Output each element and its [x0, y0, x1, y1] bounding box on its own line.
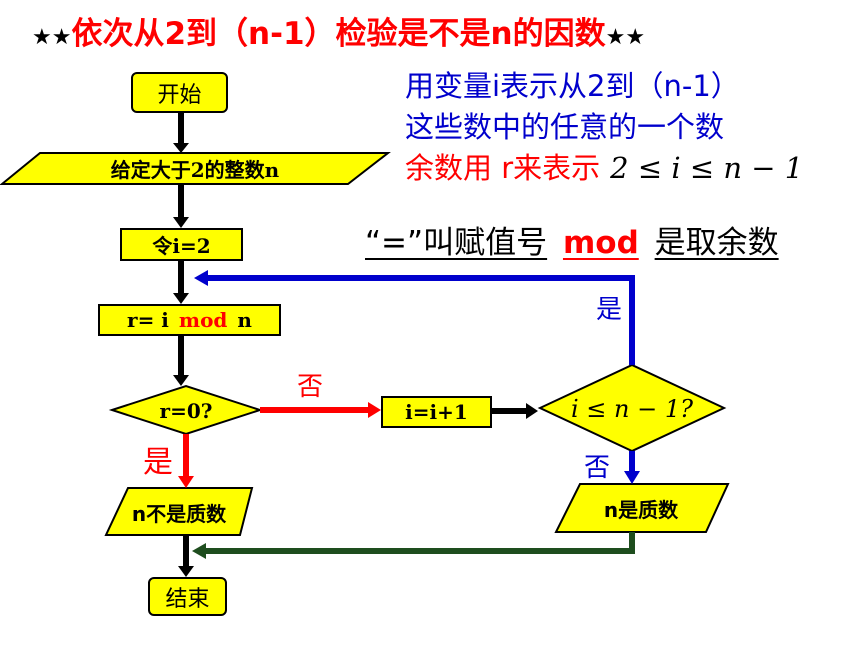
- arrowhead-notprime: [178, 476, 194, 488]
- title-text: 依次从2到（n-1）检验是不是n的因数: [71, 16, 606, 52]
- decision1-label: r=0?: [159, 399, 213, 423]
- compute-mod: mod: [178, 308, 228, 332]
- note-line-1: 用变量i表示从2到（n-1）: [405, 69, 740, 103]
- arrowhead-init: [173, 217, 189, 228]
- mod-description: 是取余数: [654, 225, 779, 261]
- input-label: 给定大于2的整数n: [110, 158, 280, 182]
- compute-suffix: n: [237, 308, 252, 332]
- connector-yes-loop: [206, 275, 635, 365]
- start-terminal: 开始: [131, 72, 228, 113]
- arrowhead-decision2: [526, 403, 538, 419]
- note-line-2: 这些数中的任意的一个数: [405, 110, 725, 144]
- arrowhead-increment: [368, 402, 381, 418]
- arrowhead-compute: [173, 293, 189, 304]
- prime-label: n是质数: [603, 497, 679, 522]
- arrowhead-loop: [194, 270, 208, 286]
- end-terminal: 结束: [148, 577, 227, 616]
- definition-line: “=”叫赋值号 mod 是取余数: [365, 217, 779, 262]
- title-stars-left: ★★: [32, 25, 72, 50]
- init-process: 令i=2: [120, 228, 243, 261]
- compute-process: r= i mod n: [98, 304, 281, 336]
- decision-diamond-2: [537, 363, 727, 453]
- not-prime-parallelogram: [104, 487, 254, 536]
- prime-parallelogram: [554, 483, 730, 533]
- branch-no-label-1: 否: [297, 372, 324, 402]
- note-line-3: 余数用 r来表示 2 ≤ i ≤ n − 1: [405, 145, 803, 187]
- increment-process: i=i+1: [381, 396, 492, 428]
- branch-yes-label-1: 是: [143, 445, 173, 480]
- not-prime-label: n不是质数: [131, 501, 227, 526]
- branch-no-label-2: 否: [584, 453, 611, 483]
- input-parallelogram: [0, 152, 391, 185]
- title-stars-right: ★★: [605, 25, 646, 50]
- compute-prefix: r= i: [127, 308, 169, 332]
- note-line-3-text: 余数用 r来表示: [405, 151, 601, 185]
- note-line-3-math: 2 ≤ i ≤ n − 1: [610, 151, 804, 185]
- page-title: ★★依次从2到（n-1）检验是不是n的因数★★: [32, 8, 645, 53]
- connector-prime-end: [204, 532, 635, 554]
- branch-yes-label-2: 是: [596, 295, 623, 325]
- decision2-label: i ≤ n − 1?: [570, 395, 693, 423]
- mod-keyword: mod: [562, 225, 639, 261]
- assign-definition: “=”叫赋值号: [365, 225, 548, 261]
- arrowhead-prime: [624, 471, 640, 484]
- arrowhead-green: [192, 543, 206, 559]
- arrowhead-input: [173, 143, 189, 153]
- arrowhead-end: [178, 566, 194, 577]
- arrowhead-decision1: [173, 375, 189, 386]
